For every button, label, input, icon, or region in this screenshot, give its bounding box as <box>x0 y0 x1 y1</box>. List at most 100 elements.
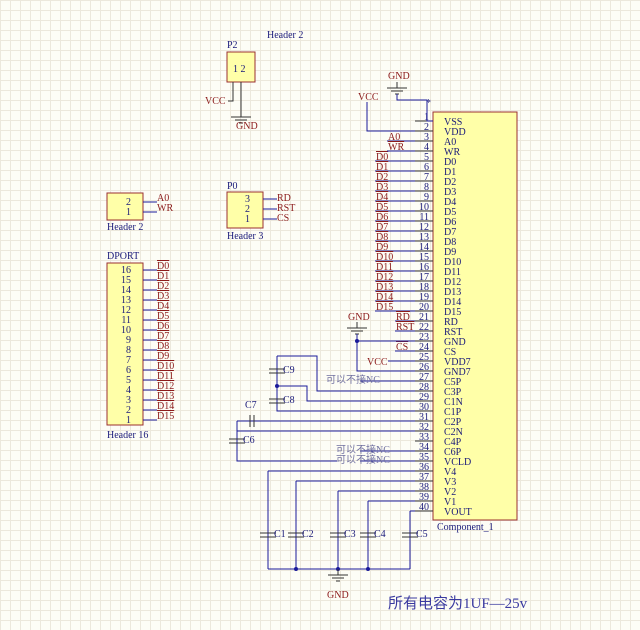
net-label: D1 <box>376 162 388 173</box>
net-label: D10 <box>157 361 174 372</box>
pin-number: 33 <box>419 432 429 443</box>
pin-name: RD <box>444 317 458 328</box>
pin-number: 24 <box>419 342 429 353</box>
pin-number: 14 <box>121 285 131 296</box>
pin-name: CS <box>444 347 456 358</box>
pin-name: D15 <box>444 307 461 318</box>
net-label: D15 <box>157 411 174 422</box>
net-label: D0 <box>376 152 388 163</box>
pin-name: D11 <box>444 267 461 278</box>
net-label: GND <box>388 71 410 82</box>
net-label: D12 <box>376 272 393 283</box>
net-label: WR <box>388 142 404 153</box>
net-label: VCC <box>358 92 379 103</box>
pin-name: C5P <box>444 377 462 388</box>
pin-number: 17 <box>419 272 429 283</box>
net-label: D0 <box>157 261 169 272</box>
pin-number: 34 <box>419 442 429 453</box>
pin-number: 25 <box>419 352 429 363</box>
net-label: CS <box>277 213 289 224</box>
pin-number: 11 <box>121 315 131 326</box>
net-label: D3 <box>376 182 388 193</box>
pin-number: 7 <box>126 355 131 366</box>
pin-number: 9 <box>126 335 131 346</box>
pin-number: 2 <box>424 122 429 133</box>
net-label: GND <box>236 121 258 132</box>
net-label: D7 <box>376 222 388 233</box>
net-label: GND <box>327 590 349 601</box>
pin-name: VDD7 <box>444 357 471 368</box>
pin-number: 19 <box>419 292 429 303</box>
pin-number: 2 <box>245 204 250 215</box>
pin1-marker: * <box>426 98 431 109</box>
capacitor-label: C9 <box>283 365 295 376</box>
net-label: D7 <box>157 331 169 342</box>
pin-number: 16 <box>121 265 131 276</box>
pin-number: 14 <box>419 242 429 253</box>
pin-number: 32 <box>419 422 429 433</box>
header-body <box>106 192 144 221</box>
header-comment: Header 3 <box>227 231 263 242</box>
net-label: D3 <box>157 291 169 302</box>
pin-number: 10 <box>419 202 429 213</box>
net-label: D13 <box>376 282 393 293</box>
pin-name: D8 <box>444 237 456 248</box>
pin-number: 30 <box>419 402 429 413</box>
pin-number: 22 <box>419 322 429 333</box>
wire <box>366 102 415 132</box>
capacitor-label: C8 <box>283 395 295 406</box>
pin-number: 1 <box>245 214 250 225</box>
pin-name: D6 <box>444 217 456 228</box>
net-label: D11 <box>376 262 393 273</box>
pin-name: GND <box>444 337 466 348</box>
pin-number: 28 <box>419 382 429 393</box>
pin-name: A0 <box>444 137 456 148</box>
component-designator: Component_1 <box>437 522 494 533</box>
pin-name: D9 <box>444 247 456 258</box>
pin-number: 27 <box>419 372 429 383</box>
net-label: WR <box>157 203 173 214</box>
pin-number: 10 <box>121 325 131 336</box>
pin-name: RST <box>444 327 462 338</box>
header-comment: Header 2 <box>267 30 303 41</box>
pin-name: D4 <box>444 197 456 208</box>
net-label: A0 <box>157 193 169 204</box>
pin-number: 18 <box>419 282 429 293</box>
capacitor-note: 所有电容为1UF—25v <box>388 596 528 612</box>
pin-number: 20 <box>419 302 429 313</box>
pin-name: V1 <box>444 497 456 508</box>
net-label: D5 <box>376 202 388 213</box>
net-label: D10 <box>376 252 393 263</box>
pin-name: VOUT <box>444 507 472 518</box>
pin-number: 13 <box>419 232 429 243</box>
pin-number: 8 <box>126 345 131 356</box>
pin-number: 36 <box>419 462 429 473</box>
pin-number: 12 <box>121 305 131 316</box>
net-label: D4 <box>376 192 388 203</box>
pin-number: 29 <box>419 392 429 403</box>
header-designator: P2 <box>227 40 238 51</box>
header-designator: DPORT <box>107 251 139 262</box>
capacitor-label: C2 <box>302 529 314 540</box>
pin-number: 3 <box>424 132 429 143</box>
pin-name: C1N <box>444 397 463 408</box>
wire <box>276 386 415 412</box>
net-label: D13 <box>157 391 174 402</box>
net-label: D8 <box>157 341 169 352</box>
pin-name: VCLD <box>444 457 471 468</box>
pin-number: 4 <box>424 142 429 153</box>
pin-name: D0 <box>444 157 456 168</box>
pin-number: 39 <box>419 492 429 503</box>
capacitor-label: C5 <box>416 529 428 540</box>
pin-number: 16 <box>419 262 429 273</box>
net-label: RD <box>277 193 291 204</box>
net-label: D14 <box>157 401 174 412</box>
net-label: D2 <box>376 172 388 183</box>
net-label: D8 <box>376 232 388 243</box>
nc-label: 可以不接NC <box>326 373 380 386</box>
pin-number: 3 <box>245 194 250 205</box>
pin-number: 7 <box>424 172 429 183</box>
junction <box>355 339 359 343</box>
pin-number: 4 <box>126 385 131 396</box>
pin-lead <box>228 82 234 102</box>
